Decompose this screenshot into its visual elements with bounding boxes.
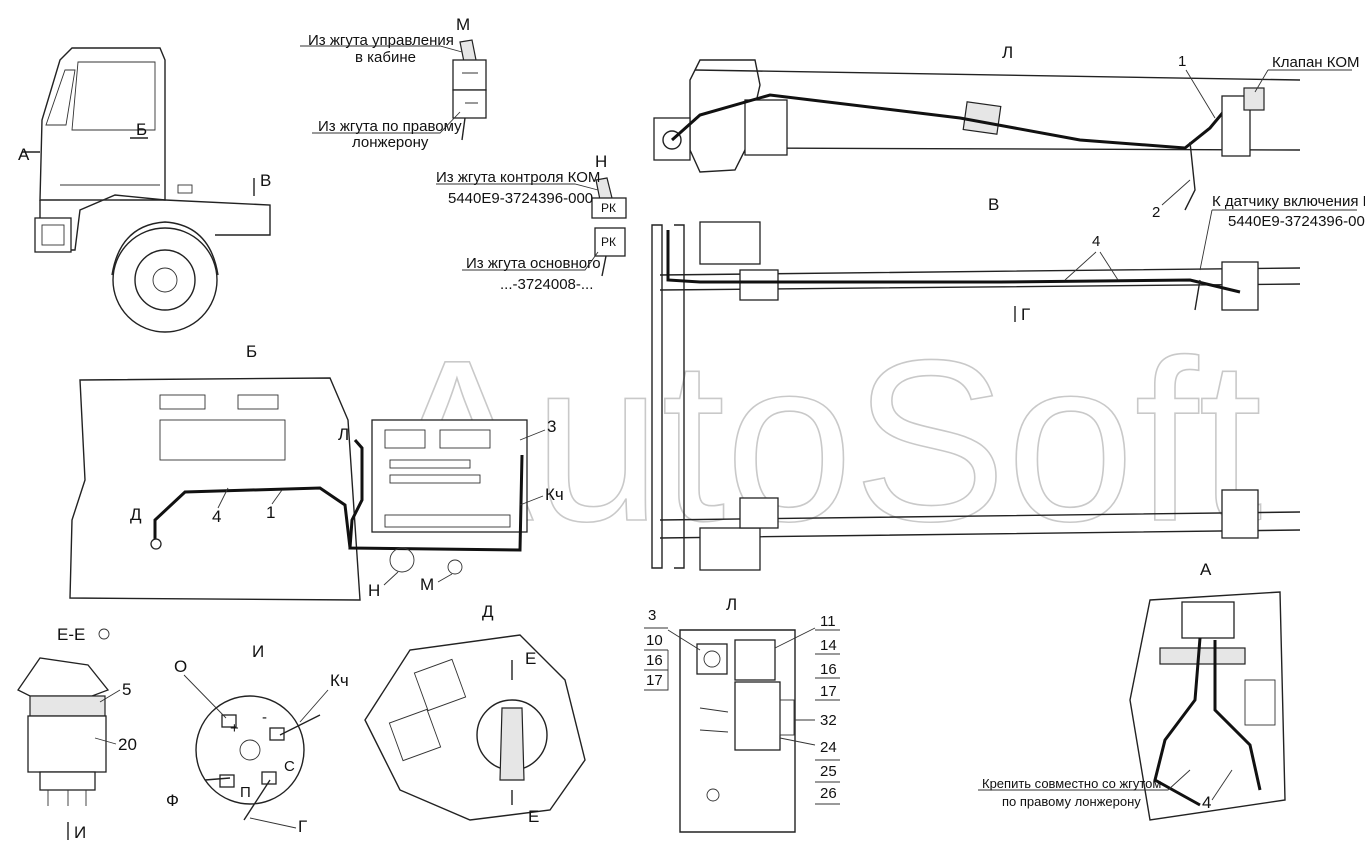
view-d-cut-e-top: Е	[525, 649, 536, 668]
view-l-detail-callout-3: 3	[648, 607, 656, 624]
view-i-title: И	[252, 642, 264, 661]
view-i-term-f: Ф	[166, 791, 179, 810]
view-l-detail-right-callouts: 11 14 16 17 32 24 25 26	[774, 613, 840, 805]
view-l-top-valve: Клапан КОМ	[1272, 54, 1359, 71]
view-l-detail: Л 3 10 16 17 11 14 16 17 32 24 25 26	[644, 595, 840, 833]
view-m-from-spar-2: лонжерону	[352, 134, 429, 151]
section-e-e-title: Е-Е	[57, 625, 85, 644]
view-i-term-s: С	[284, 758, 295, 775]
view-a-note: Крепить совместно со жгутом	[982, 776, 1161, 791]
view-l-detail-callout-25: 25	[820, 763, 837, 780]
view-l-detail-callout-17b: 17	[820, 683, 837, 700]
view-v-sensor-code: 5440Е9-3724396-000	[1228, 213, 1365, 230]
view-b: Б Л 3 Кч Д 4 1 Н М	[69, 342, 564, 601]
view-a-note-2: по правому лонжерону	[1002, 794, 1141, 809]
view-a-callout-4: 4	[1202, 793, 1211, 812]
section-e-e-arrow-i: И	[74, 823, 86, 842]
view-b-label-n: Н	[368, 581, 380, 600]
view-i-term-g: Г	[298, 817, 307, 836]
view-l-detail-callout-24: 24	[820, 739, 837, 756]
view-l-detail-callout-16b: 16	[820, 661, 837, 678]
view-v: В К датчику включения КОМ 5440Е9-3724396…	[651, 193, 1365, 571]
view-m-from-cab: Из жгута управления	[308, 32, 454, 49]
view-l-detail-callout-11: 11	[820, 613, 836, 630]
view-l-detail-callout-14: 14	[820, 637, 837, 654]
view-n-title: Н	[595, 152, 607, 171]
view-n-main-code: ...-3724008-...	[500, 276, 593, 293]
cab-label-b: Б	[136, 120, 147, 139]
view-n-from-main: Из жгута основного	[466, 255, 601, 272]
section-e-e-callout-5: 5	[122, 680, 131, 699]
view-m: М Из жгута управления в кабине Из жгута …	[300, 15, 487, 151]
view-b-callout-kch: Кч	[545, 485, 564, 504]
view-m-from-cab-2: в кабине	[355, 49, 416, 66]
cab-side-view: А Б В	[18, 47, 271, 333]
view-i-plus: +	[230, 720, 239, 737]
view-n-kom-code: 5440Е9-3724396-000	[448, 190, 593, 207]
view-l-top-callout-1: 1	[1178, 53, 1186, 70]
view-l-top-title: Л	[1002, 43, 1013, 62]
view-n-from-kom: Из жгута контроля КОМ	[436, 169, 600, 186]
view-v-sensor: К датчику включения КОМ	[1212, 193, 1365, 210]
view-m-title: М	[456, 15, 470, 34]
view-m-from-spar: Из жгута по правому	[318, 118, 462, 135]
view-v-arrow-g: Г	[1021, 305, 1030, 324]
view-b-label-d: Д	[130, 505, 142, 524]
view-l-detail-callout-32: 32	[820, 712, 837, 729]
view-l-detail-callout-10: 10	[646, 632, 663, 649]
view-v-callout-4: 4	[1092, 233, 1100, 250]
view-b-label-m: М	[420, 575, 434, 594]
view-b-label-l: Л	[338, 425, 349, 444]
section-e-e-callout-20: 20	[118, 735, 137, 754]
view-l-detail-callout-26: 26	[820, 785, 837, 802]
view-a-title: А	[1200, 560, 1212, 579]
view-n-rk-bottom: РК	[601, 235, 616, 249]
view-i-term-kch: Кч	[330, 671, 349, 690]
view-i-minus: -	[262, 709, 267, 726]
view-l-detail-title: Л	[726, 595, 737, 614]
cab-label-a: А	[18, 145, 30, 164]
view-l-detail-callout-17: 17	[646, 672, 663, 689]
view-l-top: Л Клапан КОМ 1 2	[653, 43, 1359, 221]
fuse-block-grid	[384, 429, 511, 528]
view-b-callout-4: 4	[212, 507, 221, 526]
view-n-rk-top: РК	[601, 201, 616, 215]
view-i: И О Кч Ф П С Г + -	[166, 642, 349, 836]
view-b-callout-1: 1	[266, 503, 275, 522]
section-e-e: Е-Е 5 20 И	[17, 625, 137, 842]
view-d-cut-e-bottom: Е	[528, 807, 539, 826]
view-b-title: Б	[246, 342, 257, 361]
view-a: А Крепить совместно со жгутом по правому…	[978, 560, 1286, 821]
view-l-detail-callout-16: 16	[646, 652, 663, 669]
view-l-top-callout-2: 2	[1152, 204, 1160, 221]
view-l-detail-left-callouts: 3 10 16 17	[644, 607, 701, 691]
view-d-title: Д	[482, 602, 494, 621]
view-n: Н РК РК Из жгута контроля КОМ 5440Е9-372…	[436, 152, 627, 293]
view-b-callout-3: 3	[547, 417, 556, 436]
view-i-term-p: П	[240, 784, 251, 801]
view-d: Д Е Е	[364, 602, 586, 826]
cab-label-v: В	[260, 171, 271, 190]
view-i-term-o: О	[174, 657, 187, 676]
view-v-title: В	[988, 195, 999, 214]
